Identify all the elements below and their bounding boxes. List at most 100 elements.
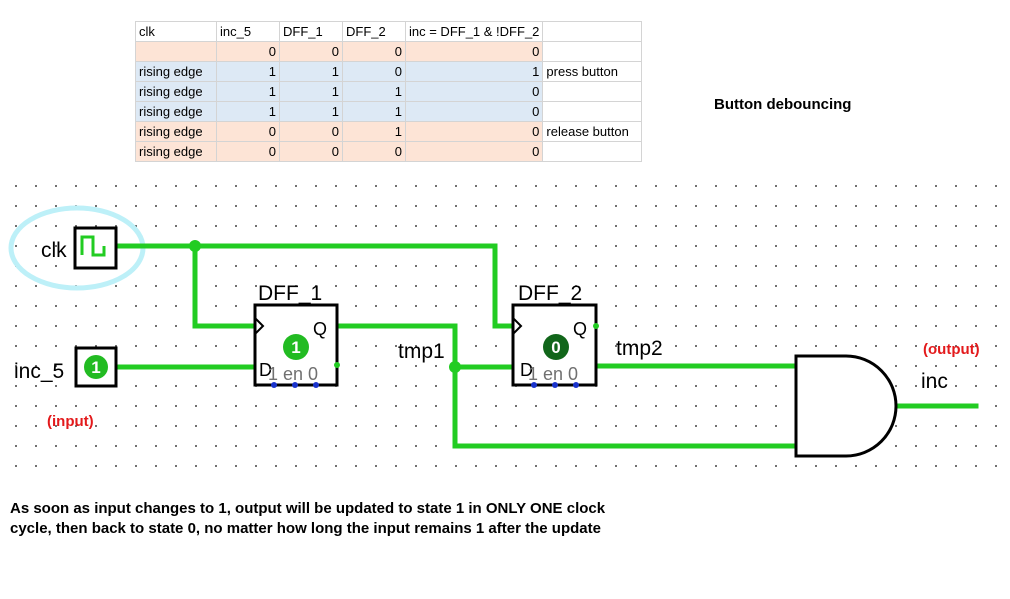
grid-dot <box>915 325 917 327</box>
explanation-line-2: cycle, then back to state 0, no matter h… <box>10 520 601 537</box>
grid-dot <box>255 405 257 407</box>
grid-dot <box>815 265 817 267</box>
grid-dot <box>895 245 897 247</box>
table-cell: 0 <box>404 101 544 122</box>
grid-dot <box>915 185 917 187</box>
grid-dot <box>195 225 197 227</box>
grid-dot <box>695 185 697 187</box>
grid-dot <box>895 205 897 207</box>
dff-2[interactable]: DFF_2 Q D 0 1 en 0 <box>511 282 599 388</box>
grid-dot <box>695 305 697 307</box>
table-cell: 0 <box>342 41 406 62</box>
grid-dot <box>775 325 777 327</box>
grid-dot <box>115 285 117 287</box>
grid-dot <box>195 445 197 447</box>
grid-dot <box>675 325 677 327</box>
grid-dot <box>275 285 277 287</box>
grid-dot <box>375 205 377 207</box>
table-cell: 0 <box>404 41 544 62</box>
grid-dot <box>835 225 837 227</box>
grid-dot <box>155 345 157 347</box>
grid-dot <box>715 285 717 287</box>
grid-dot <box>555 465 557 467</box>
grid-dot <box>995 465 997 467</box>
grid-dot <box>235 445 237 447</box>
grid-dot <box>235 285 237 287</box>
grid-dot <box>895 465 897 467</box>
grid-dot <box>915 445 917 447</box>
grid-dot <box>935 245 937 247</box>
dff1-name: DFF_1 <box>258 282 322 305</box>
grid-dot <box>195 405 197 407</box>
grid-dot <box>355 405 357 407</box>
grid-dot <box>655 385 657 387</box>
grid-dot <box>935 225 937 227</box>
grid-dot <box>135 185 137 187</box>
grid-dot <box>395 445 397 447</box>
grid-dot <box>375 305 377 307</box>
grid-dot <box>895 365 897 367</box>
grid-dot <box>895 325 897 327</box>
grid-dot <box>195 425 197 427</box>
grid-dot <box>35 185 37 187</box>
grid-dot <box>735 265 737 267</box>
grid-dot <box>15 205 17 207</box>
grid-dot <box>735 425 737 427</box>
grid-dot <box>615 205 617 207</box>
grid-dot <box>715 225 717 227</box>
grid-dot <box>55 385 57 387</box>
grid-dot <box>95 445 97 447</box>
grid-dot <box>735 205 737 207</box>
grid-dot <box>375 445 377 447</box>
grid-dot <box>715 205 717 207</box>
grid-dot <box>435 205 437 207</box>
dff2-d-label: D <box>520 360 533 380</box>
grid-dot <box>315 185 317 187</box>
grid-dot <box>575 185 577 187</box>
grid-dot <box>715 425 717 427</box>
grid-dot <box>555 245 557 247</box>
grid-dot <box>435 185 437 187</box>
grid-dot <box>95 325 97 327</box>
grid-dot <box>275 425 277 427</box>
grid-dot <box>895 185 897 187</box>
grid-dot <box>775 245 777 247</box>
grid-dot <box>875 265 877 267</box>
grid-dot <box>975 185 977 187</box>
clk-wire <box>113 243 515 329</box>
grid-dot <box>315 225 317 227</box>
grid-dot <box>355 305 357 307</box>
and-gate[interactable] <box>794 354 898 458</box>
grid-dot <box>335 425 337 427</box>
grid-dot <box>535 405 537 407</box>
table-cell: 0 <box>216 121 280 142</box>
grid-dot <box>195 205 197 207</box>
table-cell: 0 <box>279 121 343 142</box>
grid-dot <box>775 345 777 347</box>
grid-dot <box>635 385 637 387</box>
grid-dot <box>955 465 957 467</box>
grid-dot <box>855 285 857 287</box>
grid-dot <box>415 445 417 447</box>
grid-dot <box>695 265 697 267</box>
dff-1[interactable]: DFF_1 Q D 1 1 en 0 <box>253 282 340 388</box>
grid-dot <box>335 265 337 267</box>
grid-dot <box>75 185 77 187</box>
grid-dot <box>255 185 257 187</box>
grid-dot <box>655 185 657 187</box>
grid-dot <box>975 325 977 327</box>
grid-dot <box>255 205 257 207</box>
grid-dot <box>975 445 977 447</box>
grid-dot <box>595 425 597 427</box>
grid-dot <box>595 265 597 267</box>
grid-dot <box>255 445 257 447</box>
grid-dot <box>875 185 877 187</box>
grid-dot <box>75 405 77 407</box>
grid-dot <box>835 265 837 267</box>
grid-dot <box>775 205 777 207</box>
grid-dot <box>355 425 357 427</box>
grid-dot <box>635 305 637 307</box>
grid-dot <box>655 265 657 267</box>
grid-dot <box>755 225 757 227</box>
grid-dot <box>795 185 797 187</box>
